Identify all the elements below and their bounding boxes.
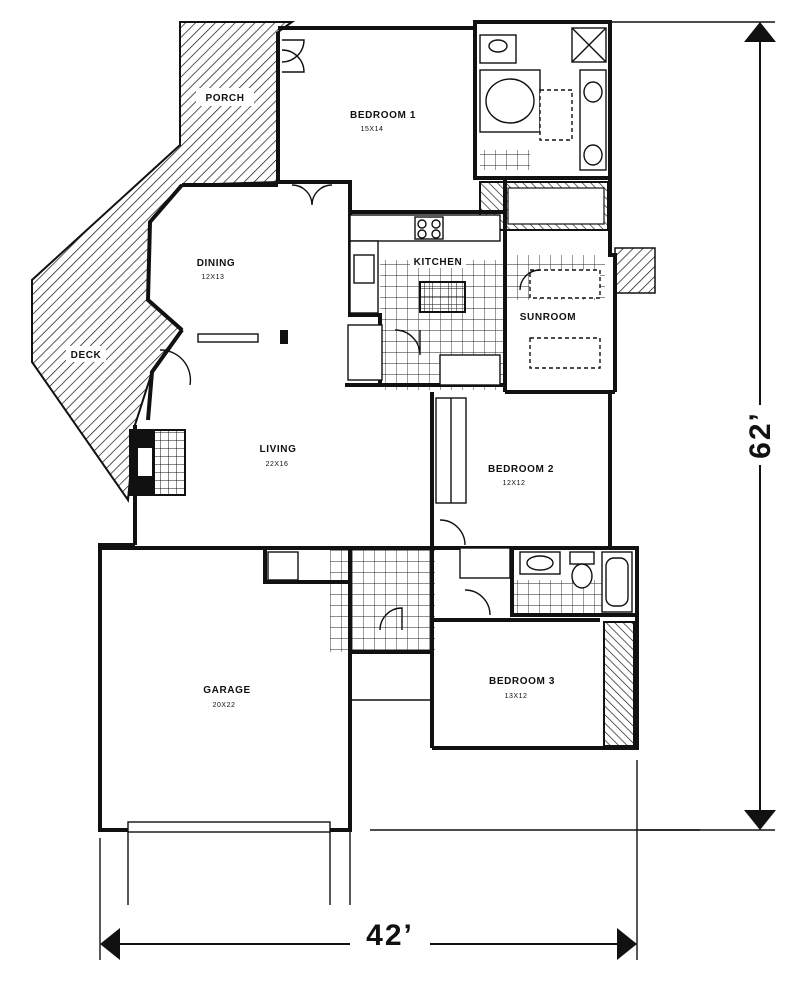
depth-dimension — [610, 21, 785, 831]
door-swings — [159, 39, 541, 631]
dining-label: DINING — [197, 258, 236, 269]
bedroom3-size: 13X12 — [505, 693, 528, 700]
bedroom3-label: BEDROOM 3 — [489, 676, 555, 687]
walls — [98, 20, 639, 832]
deck-label-bg — [66, 346, 106, 362]
arrow-right-icon — [617, 928, 637, 960]
bedroom2-size: 12X12 — [503, 480, 526, 487]
arrow-down-icon — [744, 810, 776, 830]
sunroom-label: SUNROOM — [520, 312, 576, 323]
kitchen-label: KITCHEN — [414, 257, 463, 268]
garage-label: GARAGE — [203, 685, 251, 696]
living-size: 22X16 — [266, 461, 289, 468]
porch-label-bg — [196, 88, 254, 106]
deck-label: DECK — [71, 350, 102, 361]
bedroom1-size: 15X14 — [361, 126, 384, 133]
bedroom2-label: BEDROOM 2 — [488, 464, 554, 475]
arrow-up-icon — [744, 22, 776, 42]
depth-dimension-label: 62’ — [744, 411, 777, 459]
dining-size: 12X13 — [202, 274, 225, 281]
garage-size: 20X22 — [213, 702, 236, 709]
arrow-left-icon — [100, 928, 120, 960]
living-label: LIVING — [260, 444, 297, 455]
width-dimension-label: 42’ — [366, 919, 414, 952]
fixtures — [129, 27, 656, 747]
width-dimension — [99, 760, 638, 960]
bedroom1-label: BEDROOM 1 — [350, 110, 416, 121]
porch-label: PORCH — [205, 93, 244, 104]
